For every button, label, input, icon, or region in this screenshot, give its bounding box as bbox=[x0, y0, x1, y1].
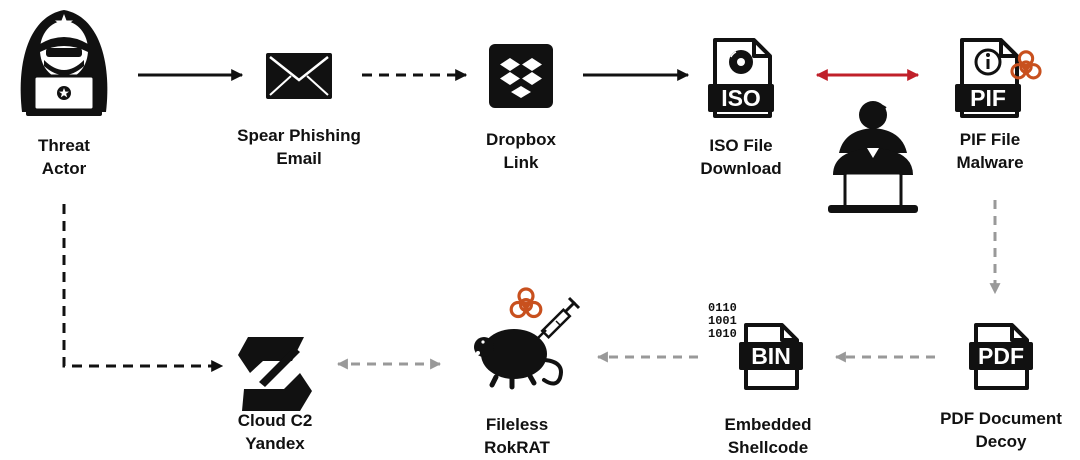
yandex-label: Cloud C2 Yandex bbox=[220, 409, 330, 455]
label-line: Embedded bbox=[724, 415, 812, 434]
label-line: Shellcode bbox=[727, 438, 809, 457]
label-line: Decoy bbox=[975, 432, 1027, 451]
binary-row: 1010 bbox=[708, 327, 737, 341]
iso-label: ISO File Download bbox=[681, 134, 801, 180]
label-line: Threat bbox=[38, 136, 90, 155]
dropbox-label: Dropbox Link bbox=[466, 128, 576, 174]
rat-icon bbox=[474, 329, 563, 390]
bin-badge-text: BIN bbox=[751, 343, 791, 369]
label-line: Actor bbox=[41, 159, 87, 178]
binary-digits: 0110 1001 1010 bbox=[708, 301, 737, 341]
pdf-file-icon: PDF bbox=[969, 323, 1033, 390]
pif-badge-text: PIF bbox=[970, 85, 1006, 111]
label-line: ISO File bbox=[709, 136, 773, 155]
label-line: PDF Document bbox=[940, 409, 1062, 428]
spear-phishing-label: Spear Phishing Email bbox=[219, 124, 379, 170]
label-line: Dropbox bbox=[486, 130, 556, 149]
pif-label: PIF File Malware bbox=[935, 128, 1045, 174]
label-line: Fileless bbox=[485, 415, 549, 434]
label-line: RokRAT bbox=[484, 438, 550, 457]
iso-file-icon: ISO bbox=[708, 38, 774, 118]
binary-row: 1001 bbox=[708, 314, 737, 328]
label-line: Download bbox=[700, 159, 782, 178]
bin-file-icon: BIN bbox=[739, 323, 803, 390]
iso-badge-text: ISO bbox=[721, 85, 761, 111]
biohazard-icon bbox=[509, 287, 543, 319]
label-line: Spear Phishing bbox=[237, 126, 361, 145]
label-line: Cloud C2 bbox=[237, 411, 313, 430]
pdf-label: PDF Document Decoy bbox=[926, 407, 1076, 453]
dropbox-icon bbox=[489, 44, 553, 108]
threat-actor-label: Threat Actor bbox=[14, 134, 114, 180]
envelope-icon bbox=[266, 53, 332, 99]
label-line: PIF File bbox=[959, 130, 1021, 149]
label-line: Yandex bbox=[245, 434, 305, 453]
label-line: Link bbox=[503, 153, 539, 172]
shellcode-label: Embedded Shellcode bbox=[708, 413, 828, 459]
user-at-laptop-icon bbox=[828, 101, 918, 213]
arrow-actor-to-yandex bbox=[62, 204, 224, 372]
hooded-hacker-icon bbox=[20, 10, 108, 116]
pif-file-icon: PIF bbox=[955, 38, 1021, 118]
yandex-cloud-icon bbox=[238, 337, 312, 411]
syringe-icon bbox=[536, 296, 581, 340]
label-line: Malware bbox=[956, 153, 1024, 172]
pdf-badge-text: PDF bbox=[978, 343, 1024, 369]
rokrat-label: Fileless RokRAT bbox=[462, 413, 572, 459]
binary-row: 0110 bbox=[708, 301, 737, 315]
label-line: Email bbox=[276, 149, 322, 168]
